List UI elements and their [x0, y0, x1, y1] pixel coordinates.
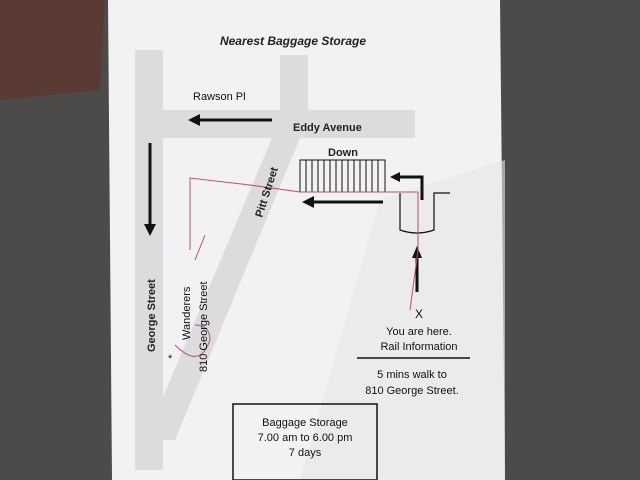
you-are-here-mark: X [415, 307, 423, 321]
arrowhead-icon [412, 246, 422, 258]
arrowhead-icon [302, 196, 314, 208]
walk-destination-text: 810 George Street. [365, 385, 459, 397]
label-george-street: George Street [146, 279, 158, 352]
you-are-here-label: You are here. [386, 326, 452, 338]
storage-title: Baggage Storage [262, 417, 348, 429]
arrowhead-icon [144, 224, 156, 236]
label-rawson-pl: Rawson Pl [193, 91, 246, 103]
label-wanderers: Wanderers [181, 286, 193, 340]
stairs-icon [299, 159, 386, 193]
roads [135, 50, 415, 470]
rail-information-label: Rail Information [380, 341, 457, 353]
label-stairs-down: Down [328, 147, 358, 159]
destination-star: * [168, 353, 173, 365]
arrowhead-icon [390, 172, 400, 182]
route-line [174, 177, 419, 357]
pavement-edge [0, 0, 105, 100]
paper-shadow [300, 160, 505, 480]
platform-outline [399, 192, 450, 234]
arrowhead-icon [188, 114, 200, 126]
walk-time-text: 5 mins walk to [377, 369, 447, 381]
storage-days: 7 days [289, 447, 322, 459]
map-title: Nearest Baggage Storage [220, 34, 366, 48]
storage-hours: 7.00 am to 6.00 pm [258, 432, 353, 444]
storage-hours-box [232, 403, 378, 480]
label-eddy-avenue: Eddy Avenue [293, 122, 362, 134]
road-eddy [135, 110, 415, 138]
label-destination-address: 810 George Street [198, 281, 210, 372]
road-pitt [145, 138, 300, 440]
arrow-turn [398, 175, 424, 200]
